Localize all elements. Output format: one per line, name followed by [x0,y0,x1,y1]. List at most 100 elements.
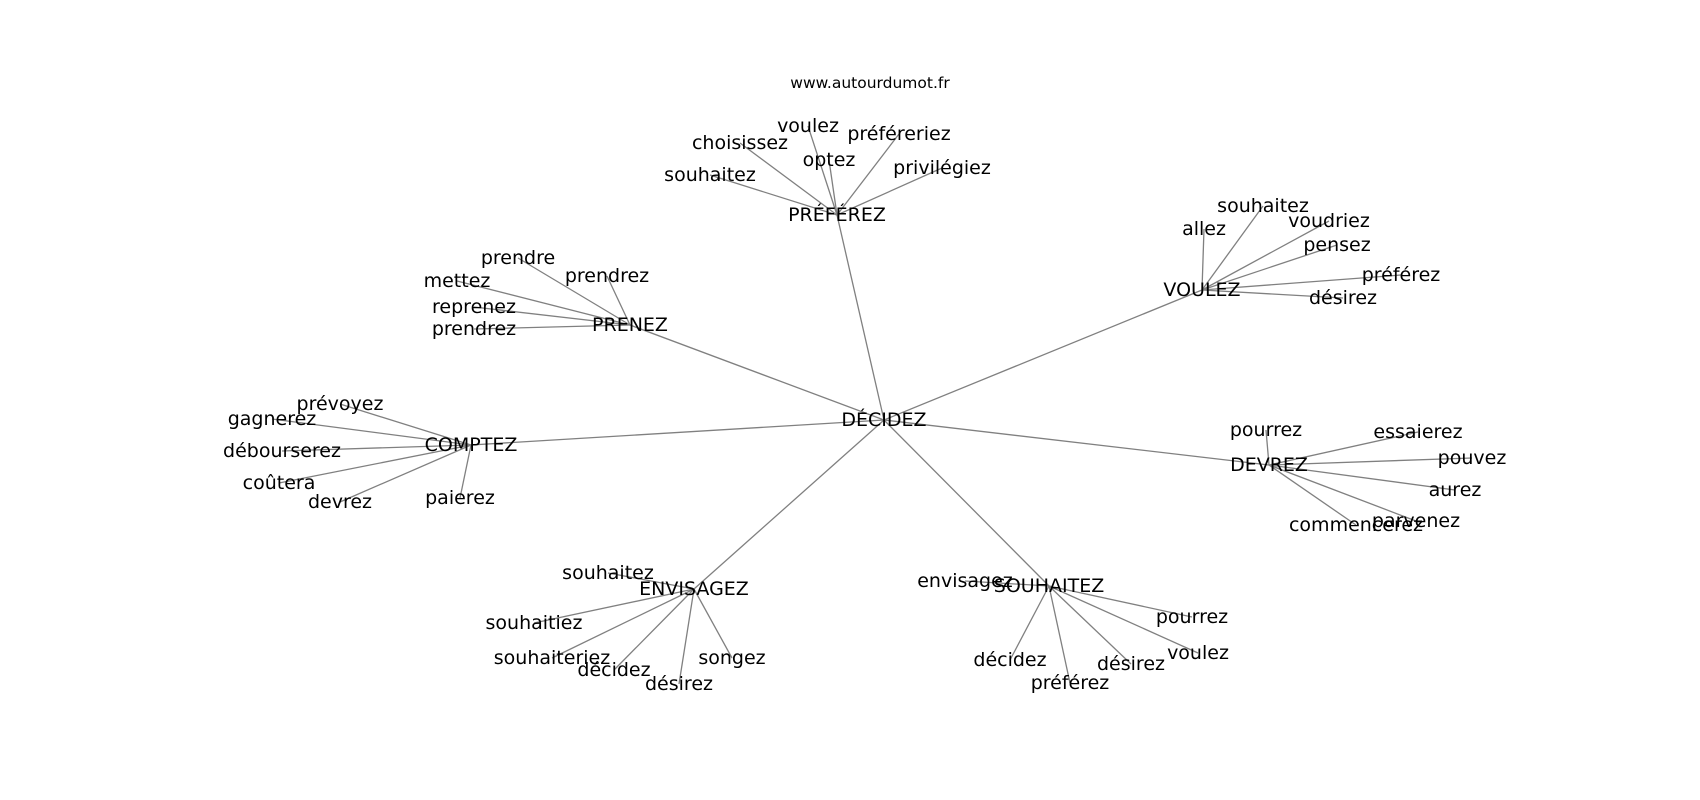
leaf-word-5-0[interactable]: souhaitez [562,562,654,584]
edge-leaf-6-0 [964,580,1050,587]
leaf-word-5-1[interactable]: souhaitiez [486,612,583,634]
leaf-word-4-1[interactable]: essaierez [1373,421,1462,443]
edge-leaf-5-0 [607,572,695,590]
leaf-word-3-1[interactable]: gagnerez [228,408,317,430]
leaf-word-1-5[interactable]: désirez [1309,287,1377,309]
edge-leaf-5-2 [551,588,695,659]
edge-leaf-5-1 [533,588,695,624]
edge-leaf-4-1 [1268,431,1419,466]
labels-layer: www.autourdumot.fr DÉCIDEZ PRÉFÉREZ souha… [223,74,1506,695]
leaf-word-1-2[interactable]: voudriez [1288,210,1370,232]
edge-leaf-5-5 [693,588,733,659]
leaf-word-3-0[interactable]: prévoyez [297,393,384,415]
leaf-word-1-3[interactable]: pensez [1303,234,1370,256]
edge-leaf-2-3 [473,306,631,326]
hub-word-2[interactable]: PRENEZ [592,314,668,336]
edge-leaf-0-4 [836,133,900,216]
leaf-word-6-0[interactable]: envisagez [917,570,1013,592]
leaf-word-6-4[interactable]: préférez [1031,672,1110,694]
edge-leaf-0-2 [807,125,838,216]
edge-leaf-0-0 [709,174,838,216]
edge-center-6 [883,419,1050,587]
hub-word-1[interactable]: VOULEZ [1163,279,1240,301]
leaf-word-6-5[interactable]: décidez [973,649,1046,671]
edge-leaf-6-4 [1048,585,1071,684]
leaf-word-5-2[interactable]: souhaiteriez [494,647,610,669]
edge-center-0 [836,214,885,421]
leaf-word-2-4[interactable]: prendrez [432,318,516,340]
center-word[interactable]: DÉCIDEZ [841,408,926,431]
edge-leaf-1-0 [1201,228,1205,291]
edge-leaf-0-1 [739,142,838,216]
site-url: www.autourdumot.fr [790,74,950,92]
edge-leaf-1-3 [1201,244,1338,291]
edge-leaf-3-5 [459,444,472,499]
leaf-word-5-5[interactable]: songez [698,647,765,669]
edge-center-2 [629,324,885,421]
leaf-word-6-1[interactable]: pourrez [1156,606,1228,628]
hub-word-5[interactable]: ENVISAGEZ [639,578,749,600]
leaf-word-3-2[interactable]: débourserez [223,440,341,462]
edge-leaf-2-1 [606,275,631,326]
leaf-word-3-4[interactable]: devrez [308,491,372,513]
leaf-word-4-5[interactable]: commencerez [1289,514,1423,536]
leaf-word-6-2[interactable]: voulez [1167,642,1229,664]
leaf-word-4-2[interactable]: pouvez [1438,447,1507,469]
edge-center-5 [693,419,885,590]
leaf-word-1-1[interactable]: souhaitez [1217,195,1309,217]
edge-leaf-1-5 [1201,289,1344,299]
leaf-word-4-3[interactable]: aurez [1429,479,1482,501]
edge-leaf-6-3 [1048,585,1132,665]
edge-leaf-6-5 [1009,585,1050,661]
leaf-word-5-4[interactable]: désirez [645,673,713,695]
edge-leaf-1-1 [1201,205,1264,291]
leaf-word-1-0[interactable]: allez [1182,218,1226,240]
edge-leaf-6-2 [1048,585,1199,654]
edge-leaf-4-5 [1268,464,1357,526]
edge-center-4 [883,419,1270,466]
leaf-word-2-3[interactable]: reprenez [432,296,516,318]
leaf-word-0-1[interactable]: choisissez [692,132,788,154]
edge-leaf-2-2 [456,280,631,326]
edge-leaf-1-2 [1201,220,1330,291]
edge-leaf-2-0 [517,257,631,326]
leaf-word-0-0[interactable]: souhaitez [664,164,756,186]
leaf-word-0-5[interactable]: privilégiez [893,157,991,179]
hub-word-6[interactable]: SOUHAITEZ [994,575,1104,597]
edge-leaf-4-3 [1268,464,1456,491]
edge-leaf-6-1 [1048,585,1193,618]
hub-word-4[interactable]: DEVREZ [1230,454,1308,476]
leaf-word-0-4[interactable]: préféreriez [847,123,950,145]
edge-center-1 [883,289,1203,421]
edge-leaf-1-4 [1201,274,1402,291]
edge-center-3 [470,419,885,446]
edge-leaf-5-4 [678,588,695,685]
edge-leaf-0-5 [836,167,943,216]
leaf-word-3-5[interactable]: paierez [425,487,495,509]
leaf-word-4-4[interactable]: parvenez [1372,510,1460,532]
leaf-word-2-0[interactable]: prendre [481,247,555,269]
edge-leaf-4-0 [1265,429,1270,466]
hub-word-0[interactable]: PRÉFÉREZ [788,203,886,226]
edge-leaf-3-4 [339,444,472,503]
edge-leaf-4-2 [1268,457,1473,466]
edge-leaf-3-2 [281,444,472,452]
edge-leaf-3-0 [339,403,472,446]
edge-leaf-2-4 [473,324,631,330]
leaf-word-5-3[interactable]: décidez [577,659,650,681]
edge-leaf-0-3 [828,159,838,216]
edge-leaf-5-3 [613,588,695,671]
edge-leaf-4-4 [1268,464,1417,522]
edge-leaf-3-3 [278,444,472,484]
leaf-word-3-3[interactable]: coûtera [243,472,316,494]
leaf-word-0-2[interactable]: voulez [777,115,839,137]
leaf-word-4-0[interactable]: pourrez [1230,419,1302,441]
edges-layer [271,125,1473,685]
leaf-word-6-3[interactable]: désirez [1097,653,1165,675]
leaf-word-0-3[interactable]: optez [803,149,856,171]
leaf-word-1-4[interactable]: préférez [1362,264,1441,286]
leaf-word-2-2[interactable]: mettez [424,270,491,292]
leaf-word-2-1[interactable]: prendrez [565,265,649,287]
hub-word-3[interactable]: COMPTEZ [425,434,518,456]
